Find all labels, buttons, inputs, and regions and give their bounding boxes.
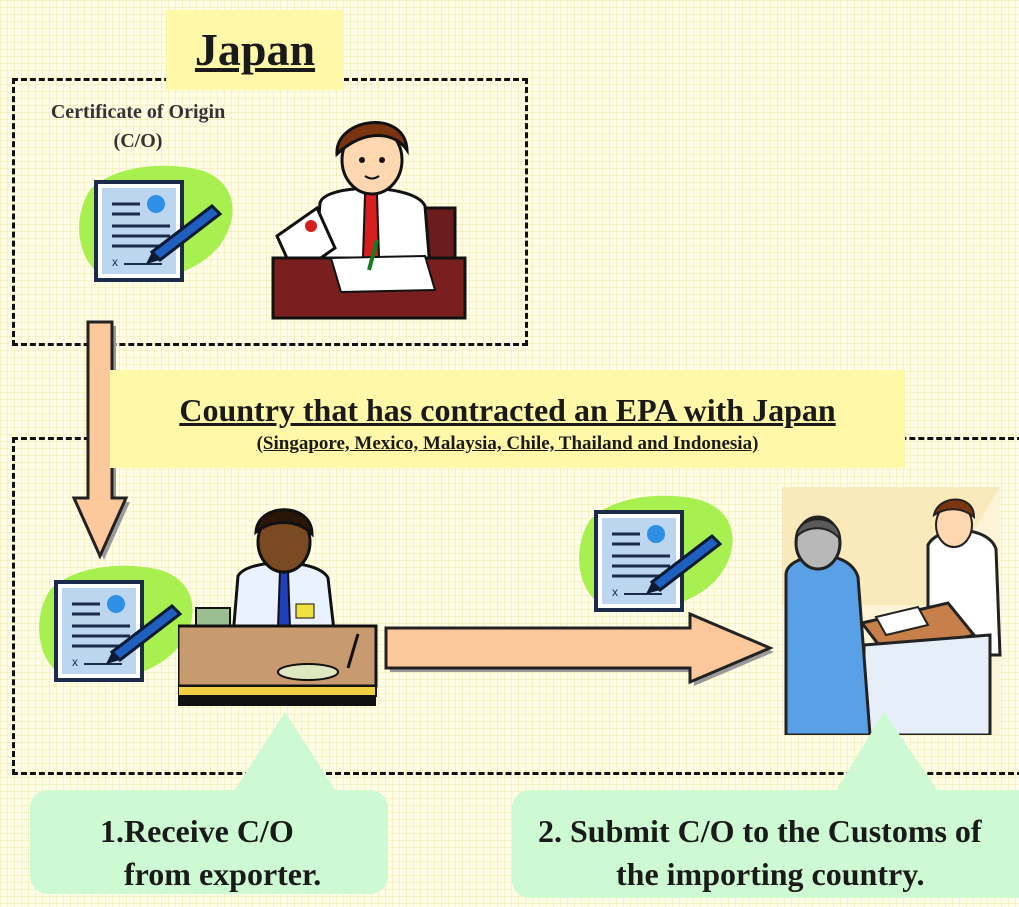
right-arrow: [384, 612, 774, 686]
co-label-line2: (C/O): [113, 130, 163, 152]
japan-title: Japan: [166, 10, 344, 90]
epa-country-title-text: Country that has contracted an EPA with …: [179, 392, 836, 428]
svg-text:x: x: [112, 255, 118, 269]
down-arrow: [71, 320, 130, 560]
step-2-line1: 2. Submit C/O to the Customs of: [538, 813, 982, 849]
callout-2-pointer: [834, 712, 940, 794]
epa-country-subtitle: (Singapore, Mexico, Malaysia, Chile, Tha…: [256, 433, 759, 454]
exporter-at-desk-illustration: [271, 121, 467, 320]
customs-officer-inspection-illustration: [782, 487, 1002, 735]
japan-title-text: Japan: [194, 24, 316, 75]
step-1-line1: 1.Receive C/O: [100, 813, 294, 849]
svg-text:x: x: [612, 585, 618, 599]
step-1-line2: from exporter.: [124, 856, 322, 893]
certificate-icon: x: [579, 495, 733, 612]
certificate-icon: x: [39, 565, 193, 682]
co-label: Certificate of Origin (C/O): [28, 98, 248, 156]
callout-step-1: 1.Receive C/O from exporter.: [30, 790, 388, 894]
certificate-icon: x: [79, 165, 233, 282]
importer-with-cash-illustration: [178, 508, 378, 706]
callout-step-2: 2. Submit C/O to the Customs of the impo…: [512, 790, 1019, 898]
co-label-line1: Certificate of Origin: [50, 101, 226, 123]
step-2-line2: the importing country.: [616, 856, 925, 893]
epa-country-title: Country that has contracted an EPA with …: [110, 370, 905, 468]
callout-1-pointer: [232, 712, 338, 794]
svg-text:x: x: [72, 655, 78, 669]
